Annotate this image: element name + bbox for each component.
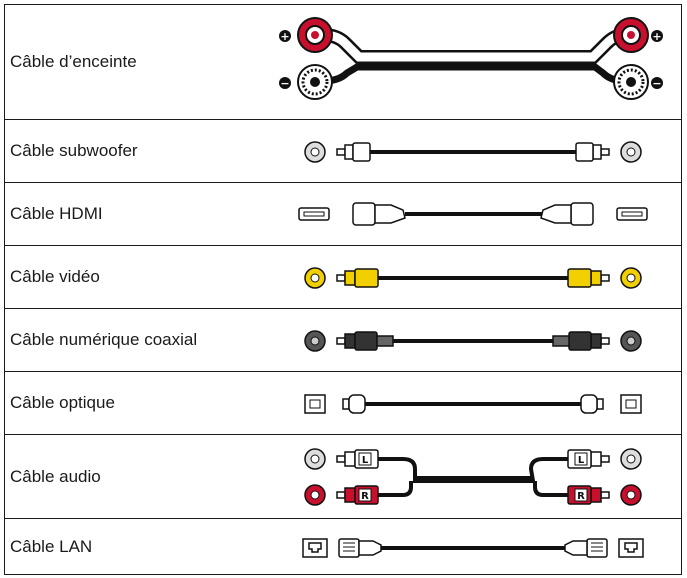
cable-label-speaker: Câble d’enceinte xyxy=(4,4,253,120)
cable-table: Câble d’enceinte xyxy=(4,4,682,575)
right-channel-marker-left: R xyxy=(361,491,369,502)
table-row: Câble optique xyxy=(4,371,682,435)
optical-cable-cell xyxy=(253,371,682,435)
cable-label-hdmi: Câble HDMI xyxy=(4,182,253,246)
table-row: Câble HDMI xyxy=(4,182,682,246)
cable-label-optical: Câble optique xyxy=(4,371,253,435)
video-cable-icon xyxy=(304,267,642,289)
right-channel-marker-right: R xyxy=(577,491,585,502)
cable-label-lan: Câble LAN xyxy=(4,518,253,575)
plus-marker-left: + xyxy=(280,30,289,43)
minus-marker-right: − xyxy=(652,77,661,90)
left-channel-marker-left: L xyxy=(362,455,369,466)
coaxial-digital-cable-icon xyxy=(304,330,642,352)
cable-label-subwoofer: Câble subwoofer xyxy=(4,119,253,183)
video-cable-cell xyxy=(253,245,682,309)
speaker-cable-icon: + − + − xyxy=(279,17,663,100)
left-channel-marker-right: L xyxy=(578,455,585,466)
table-row: Câble numérique coaxial xyxy=(4,308,682,372)
plus-marker-right: + xyxy=(652,30,661,43)
table-row: Câble audio xyxy=(4,434,682,519)
audio-cable-cell: L R L R xyxy=(253,434,682,519)
subwoofer-cable-cell xyxy=(253,119,682,183)
hdmi-cable-cell xyxy=(253,182,682,246)
minus-marker-left: − xyxy=(280,77,289,90)
lan-cable-cell xyxy=(253,518,682,575)
table-row: Câble d’enceinte xyxy=(4,4,682,120)
cable-label-audio: Câble audio xyxy=(4,434,253,519)
table-row: Câble subwoofer xyxy=(4,119,682,183)
cable-label-video: Câble vidéo xyxy=(4,245,253,309)
table-row: Câble vidéo xyxy=(4,245,682,309)
coaxial-digital-cable-cell xyxy=(253,308,682,372)
cable-label-coaxial: Câble numérique coaxial xyxy=(4,308,253,372)
optical-cable-icon xyxy=(304,394,642,414)
subwoofer-cable-icon xyxy=(304,141,642,163)
hdmi-cable-icon xyxy=(298,202,648,226)
table-row: Câble LAN xyxy=(4,518,682,575)
speaker-cable-cell: + − + − xyxy=(253,4,682,120)
audio-cable-icon: L R L R xyxy=(304,448,642,506)
lan-cable-icon xyxy=(302,538,644,558)
